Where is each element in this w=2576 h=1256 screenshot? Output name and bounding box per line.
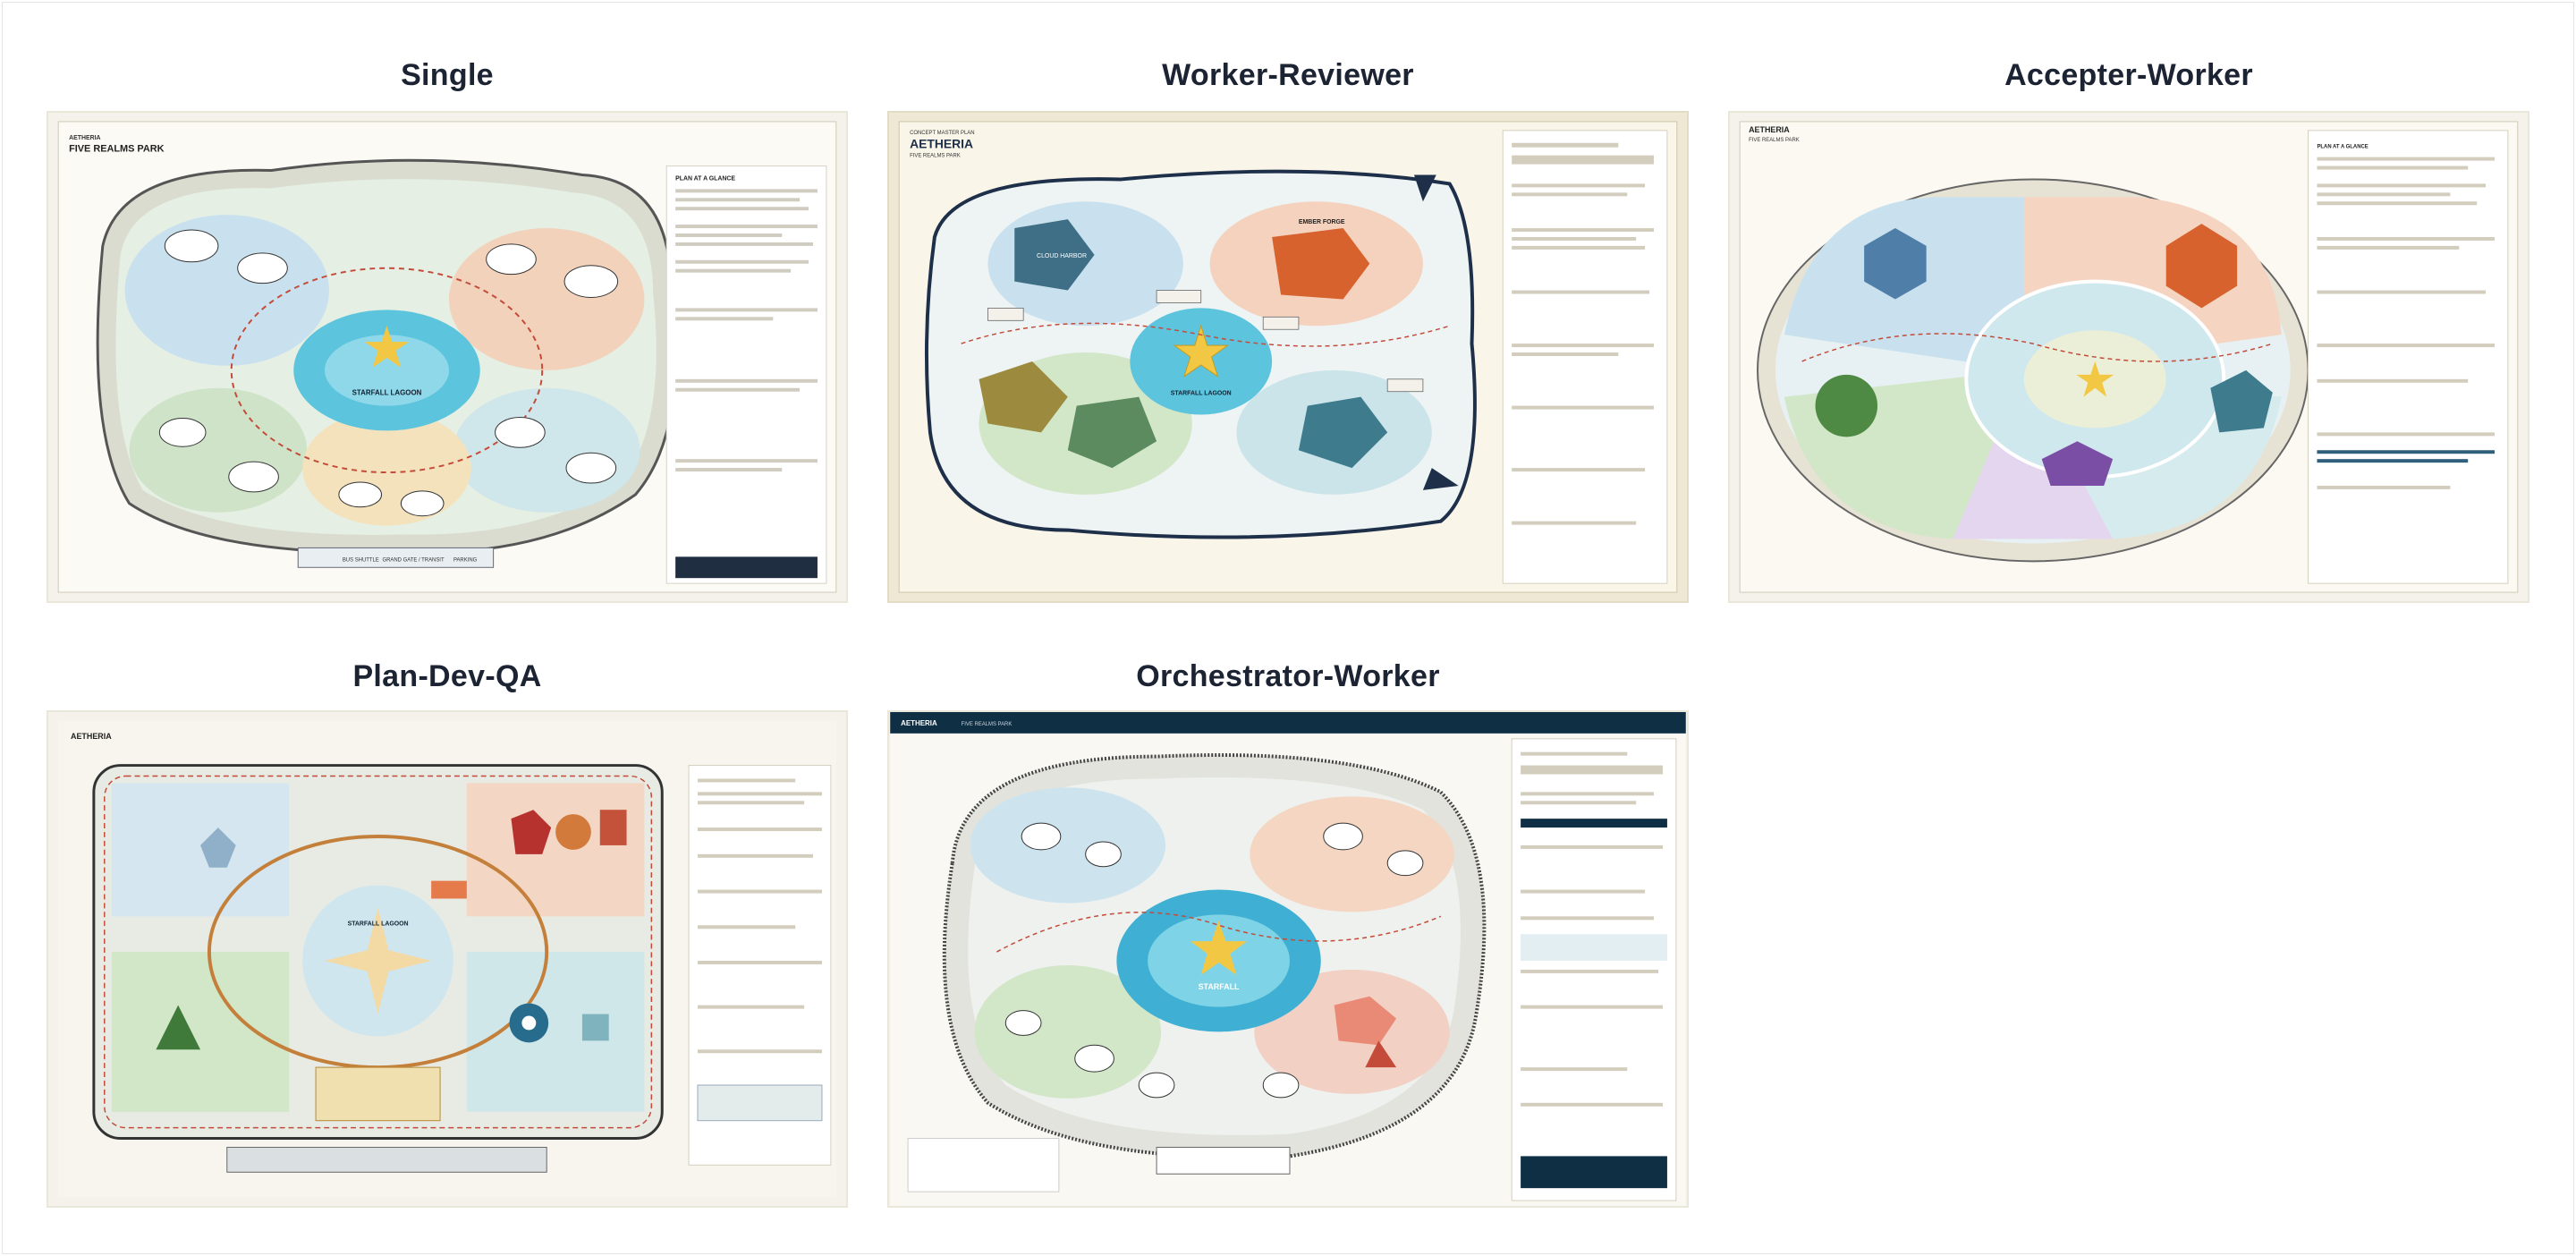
single-map: AETHERIA FIVE REALMS PARK STARFALL LAGOO… — [57, 121, 837, 593]
wr-zone-label-0: CLOUD HARBOR — [1037, 253, 1087, 259]
wr-lagoon-label: STARFALL LAGOON — [1171, 391, 1232, 397]
aw-map-head: AETHERIA — [1749, 125, 1790, 134]
thumbnail-single[interactable]: AETHERIA FIVE REALMS PARK STARFALL LAGOO… — [47, 111, 848, 603]
single-bottom-label-0: BUS SHUTTLE — [343, 557, 379, 563]
ow-lagoon-label: STARFALL — [1199, 982, 1240, 991]
single-lagoon-label: STARFALL LAGOON — [352, 389, 422, 397]
single-sidebar-heading: PLAN AT A GLANCE — [675, 175, 735, 182]
panel-title-worker-reviewer: Worker-Reviewer — [1162, 58, 1414, 92]
panel-title-plan-dev-qa: Plan-Dev-QA — [352, 659, 542, 693]
thumbnail-plan-dev-qa[interactable]: AETHERIA STARFALL LAGOON — [47, 710, 848, 1208]
single-map-title: FIVE REALMS PARK — [69, 144, 165, 155]
wr-map-title: AETHERIA — [910, 137, 973, 151]
single-map-head: AETHERIA — [69, 135, 100, 141]
aw-sidebar-heading: PLAN AT A GLANCE — [2317, 145, 2368, 150]
wr-map-sub: FIVE REALMS PARK — [910, 154, 961, 159]
thumbnail-orchestrator-worker[interactable]: AETHERIA FIVE REALMS PARK STARFALL — [887, 710, 1689, 1208]
single-bottom-label-2: PARKING — [453, 557, 478, 563]
worker-reviewer-map: CONCEPT MASTER PLAN AETHERIA FIVE REALMS… — [898, 121, 1678, 593]
plan-dev-qa-map: AETHERIA STARFALL LAGOON — [58, 720, 836, 1198]
panel-title-orchestrator-worker: Orchestrator-Worker — [1136, 659, 1440, 693]
single-bottom-label-1: GRAND GATE / TRANSIT — [383, 557, 445, 563]
accepter-worker-map: AETHERIA FIVE REALMS PARK PLAN AT A GLAN… — [1739, 121, 2519, 593]
wr-map-head: CONCEPT MASTER PLAN — [910, 131, 974, 136]
panel-title-accepter-worker: Accepter-Worker — [2004, 58, 2253, 92]
orchestrator-worker-map: AETHERIA FIVE REALMS PARK STARFALL — [890, 712, 1686, 1206]
ow-map-head: AETHERIA — [901, 719, 937, 727]
pdq-map-head: AETHERIA — [71, 732, 112, 741]
aw-map-sub: FIVE REALMS PARK — [1749, 138, 1800, 143]
pdq-lagoon-label: STARFALL LAGOON — [348, 921, 409, 927]
ow-map-sub: FIVE REALMS PARK — [962, 722, 1013, 727]
thumbnail-worker-reviewer[interactable]: CONCEPT MASTER PLAN AETHERIA FIVE REALMS… — [887, 111, 1689, 603]
thumbnail-accepter-worker[interactable]: AETHERIA FIVE REALMS PARK PLAN AT A GLAN… — [1728, 111, 2529, 603]
panel-title-single: Single — [401, 58, 494, 92]
wr-zone-label-1: EMBER FORGE — [1299, 219, 1345, 225]
